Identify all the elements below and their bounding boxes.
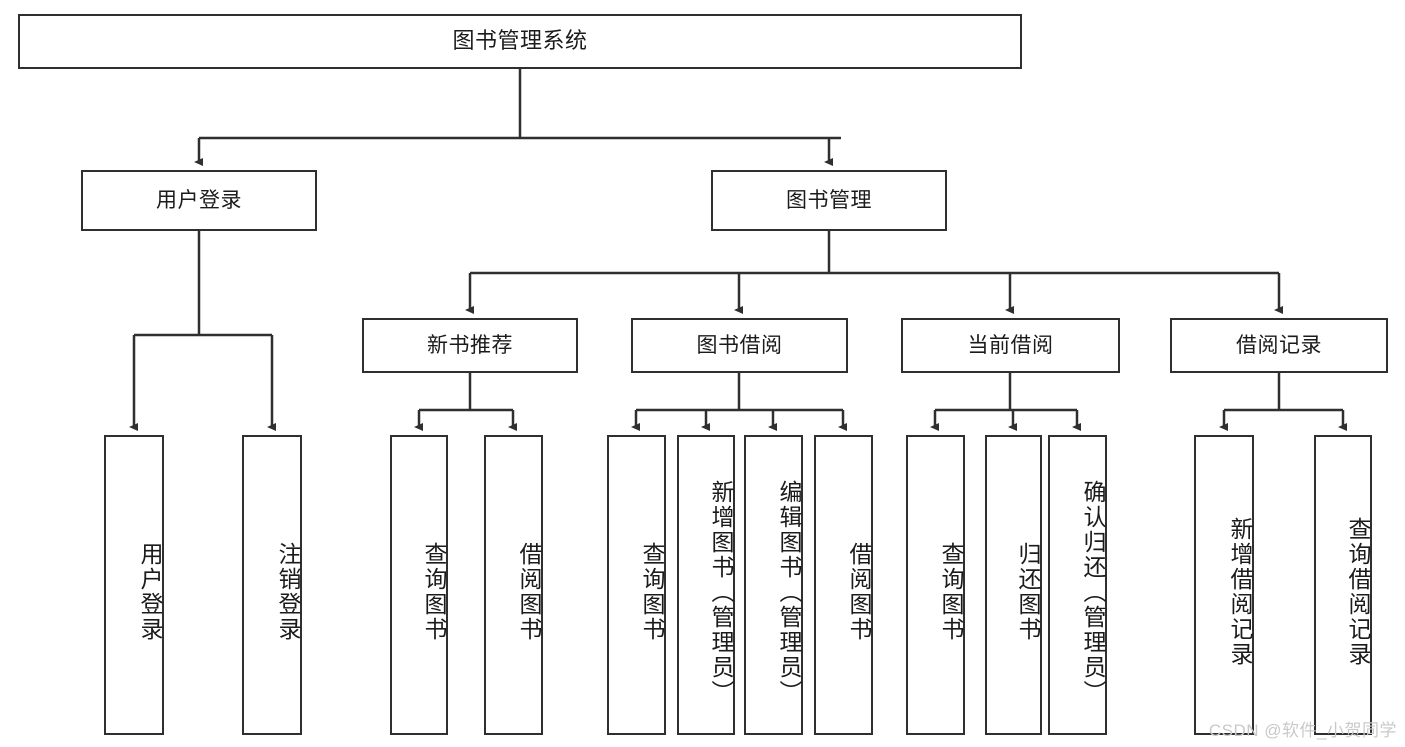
node-leaf-borrow-book-1-label: 借阅图书 [516, 542, 542, 642]
node-leaf-return-book[interactable]: 归还图书 [985, 435, 1042, 735]
node-leaf-user-logout[interactable]: 注销登录 [242, 435, 302, 735]
node-leaf-user-login-label: 用户登录 [137, 542, 163, 642]
node-leaf-user-logout-label: 注销登录 [275, 542, 301, 642]
node-borrow-record[interactable]: 借阅记录 [1170, 318, 1388, 373]
node-leaf-query-book-3[interactable]: 查询图书 [906, 435, 965, 735]
node-leaf-add-record[interactable]: 新增借阅记录 [1194, 435, 1254, 735]
node-leaf-user-login[interactable]: 用户登录 [104, 435, 164, 735]
node-leaf-query-book-2[interactable]: 查询图书 [607, 435, 666, 735]
node-book-manage-label: 图书管理 [786, 188, 872, 212]
node-borrow-record-label: 借阅记录 [1236, 333, 1322, 357]
node-leaf-borrow-book-1[interactable]: 借阅图书 [484, 435, 543, 735]
watermark: CSDN @软件_小贺同学 [1208, 721, 1397, 740]
node-leaf-query-record-label: 查询借阅记录 [1345, 517, 1371, 667]
node-leaf-query-book-3-label: 查询图书 [938, 542, 964, 642]
node-book-borrow-label: 图书借阅 [696, 333, 783, 357]
node-leaf-add-book[interactable]: 新增图书（管理员） [677, 435, 735, 735]
node-leaf-query-record[interactable]: 查询借阅记录 [1314, 435, 1372, 735]
node-leaf-edit-book-label: 编辑图书（管理员） [776, 479, 802, 705]
node-leaf-return-book-label: 归还图书 [1015, 542, 1041, 642]
node-leaf-query-book-2-label: 查询图书 [639, 542, 665, 642]
node-leaf-confirm-return-label: 确认归还（管理员） [1080, 479, 1106, 705]
node-user-login[interactable]: 用户登录 [81, 170, 317, 231]
node-current-borrow-label: 当前借阅 [967, 333, 1054, 357]
node-leaf-query-book-1[interactable]: 查询图书 [390, 435, 448, 735]
node-new-book-recommend[interactable]: 新书推荐 [362, 318, 578, 373]
node-current-borrow[interactable]: 当前借阅 [901, 318, 1120, 373]
node-leaf-edit-book[interactable]: 编辑图书（管理员） [744, 435, 803, 735]
node-book-manage[interactable]: 图书管理 [711, 170, 947, 231]
node-leaf-confirm-return[interactable]: 确认归还（管理员） [1048, 435, 1107, 735]
node-new-book-recommend-label: 新书推荐 [427, 333, 513, 357]
node-root-label: 图书管理系统 [452, 28, 588, 54]
node-leaf-borrow-book-2-label: 借阅图书 [846, 542, 872, 642]
node-leaf-borrow-book-2[interactable]: 借阅图书 [814, 435, 873, 735]
node-leaf-query-book-1-label: 查询图书 [421, 542, 447, 642]
node-leaf-add-record-label: 新增借阅记录 [1227, 517, 1253, 667]
node-book-borrow[interactable]: 图书借阅 [631, 318, 848, 373]
node-user-login-label: 用户登录 [156, 188, 242, 212]
node-leaf-add-book-label: 新增图书（管理员） [708, 479, 734, 705]
node-root[interactable]: 图书管理系统 [18, 14, 1022, 69]
